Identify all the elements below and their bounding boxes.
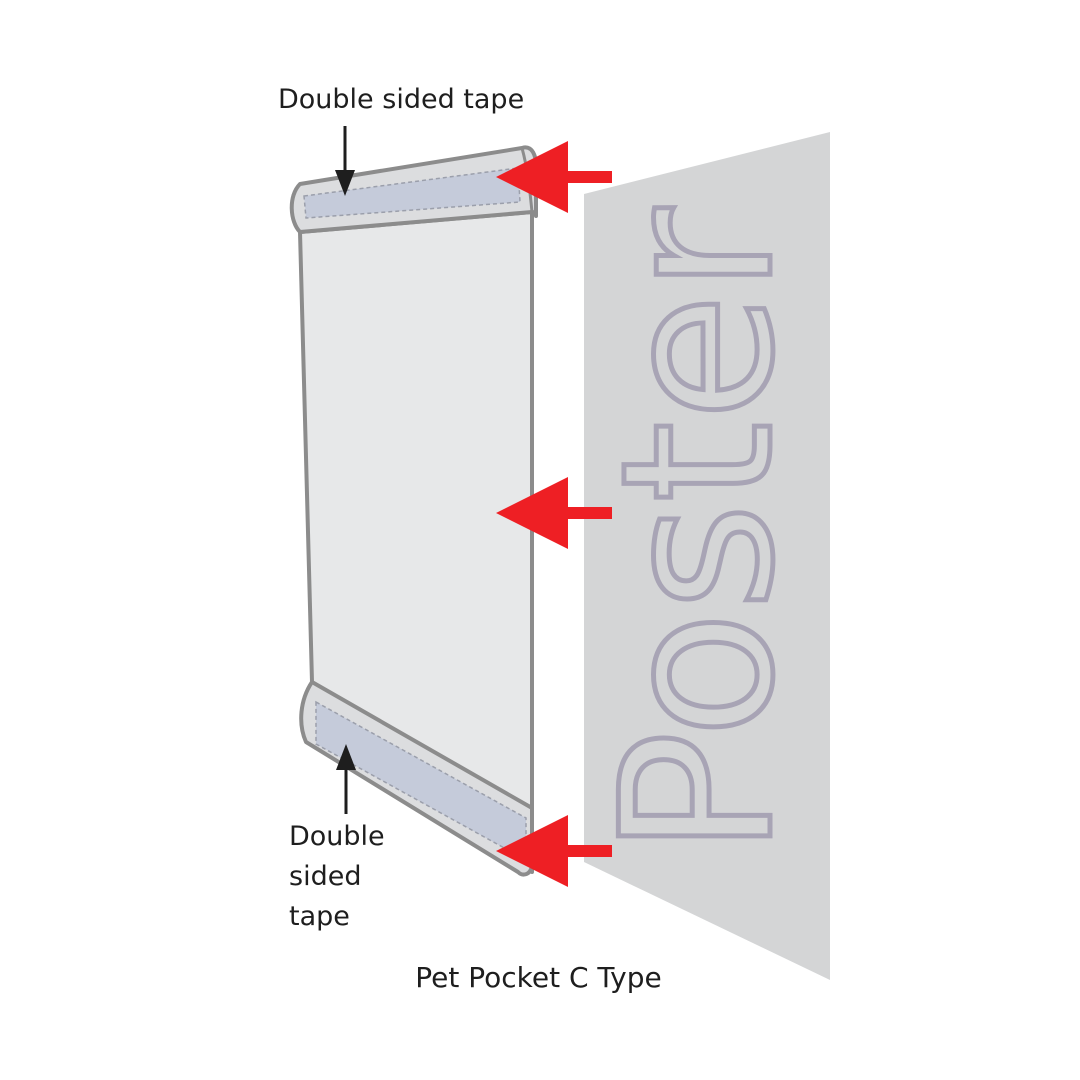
top-tape-strip [303,167,521,219]
black-arrow-bottom-head [336,744,356,770]
black-arrow-top-head [335,170,355,196]
top-tape-label: Double sided tape [278,84,525,115]
diagram-caption: Pet Pocket C Type [415,961,662,994]
bottom-tape-label: Double sided tape [289,821,385,932]
poster-panel [584,132,830,980]
poster-word: Poster [578,207,820,856]
